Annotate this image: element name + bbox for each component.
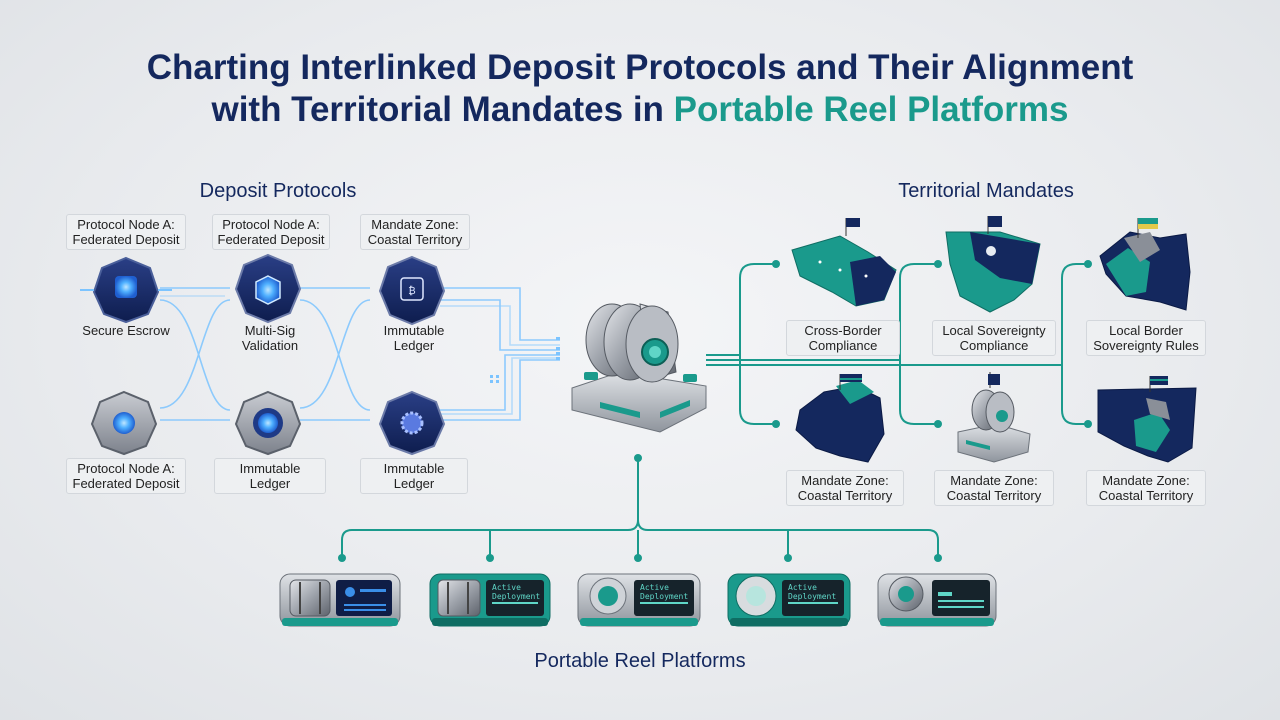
map-coastal-1[interactable]	[795, 374, 885, 463]
title-accent: Portable Reel Platforms	[673, 90, 1069, 129]
platform-device-2[interactable]	[429, 573, 551, 627]
deposit-bottom-label-2: Immutable Ledger	[214, 458, 326, 494]
mandate-label-local-sovereignty: Local Sovereignty Compliance	[932, 320, 1056, 356]
deposit-bottom-label-1: Protocol Node A: Federated Deposit	[66, 458, 186, 494]
node-immutable-ledger-hex[interactable]: ₿	[378, 255, 446, 326]
mandate-label-cross-border: Cross-Border Compliance	[786, 320, 900, 356]
map-local-border[interactable]	[1099, 218, 1191, 311]
map-coastal-2[interactable]	[1097, 376, 1197, 463]
mandate-connector-dots	[772, 260, 1092, 428]
map-cross-border[interactable]	[791, 218, 897, 307]
svg-text:₿: ₿	[408, 285, 415, 297]
platform-device-4[interactable]	[727, 573, 851, 627]
mandate-label-coastal-1: Mandate Zone: Coastal Territory	[786, 470, 904, 506]
central-reel-device[interactable]	[571, 303, 707, 433]
mandate-connectors	[706, 263, 1086, 425]
node-immutable-ledger-2-hex[interactable]	[234, 390, 302, 456]
deposit-bottom-label-3: Immutable Ledger	[360, 458, 468, 494]
deposit-top-label-2: Protocol Node A: Federated Deposit	[212, 214, 330, 250]
title-prefix: with Territorial Mandates in	[211, 90, 674, 129]
caption-secure-escrow: Secure Escrow	[82, 323, 170, 338]
circuit-dots	[490, 337, 560, 383]
platform-device-1[interactable]	[279, 573, 401, 627]
mandate-label-coastal-3: Mandate Zone: Coastal Territory	[1086, 470, 1206, 506]
map-local-sovereignty[interactable]	[945, 216, 1041, 313]
caption-immutable-ledger: Immutable Ledger	[383, 323, 445, 353]
platform-connectors	[341, 455, 939, 556]
portable-reel-platforms-heading: Portable Reel Platforms	[534, 650, 746, 672]
node-immutable-ledger-3-hex[interactable]	[378, 390, 446, 456]
deposit-top-label-3: Mandate Zone: Coastal Territory	[360, 214, 470, 250]
circuit-traces	[159, 287, 560, 421]
node-multisig-hex[interactable]	[234, 253, 302, 324]
mandate-label-local-border: Local Border Sovereignty Rules	[1086, 320, 1206, 356]
page-title-line-2: with Territorial Mandates in Portable Re…	[0, 88, 1280, 132]
deposit-protocols-heading: Deposit Protocols	[199, 180, 357, 202]
platform-connector-dots	[338, 454, 942, 562]
deposit-top-label-1: Protocol Node A: Federated Deposit	[66, 214, 186, 250]
platform-device-3[interactable]	[577, 573, 701, 627]
platform-device-5[interactable]	[877, 573, 997, 627]
page-title-line-1: Charting Interlinked Deposit Protocols a…	[146, 48, 1134, 87]
node-secure-escrow-hex[interactable]	[80, 256, 172, 324]
map-coastal-reel[interactable]	[957, 372, 1031, 463]
node-federated-deposit-hex[interactable]	[90, 390, 158, 456]
mandate-label-coastal-2: Mandate Zone: Coastal Territory	[934, 470, 1054, 506]
territorial-mandates-heading: Territorial Mandates	[898, 180, 1074, 202]
caption-multi-sig: Multi-Sig Validation	[241, 323, 299, 353]
